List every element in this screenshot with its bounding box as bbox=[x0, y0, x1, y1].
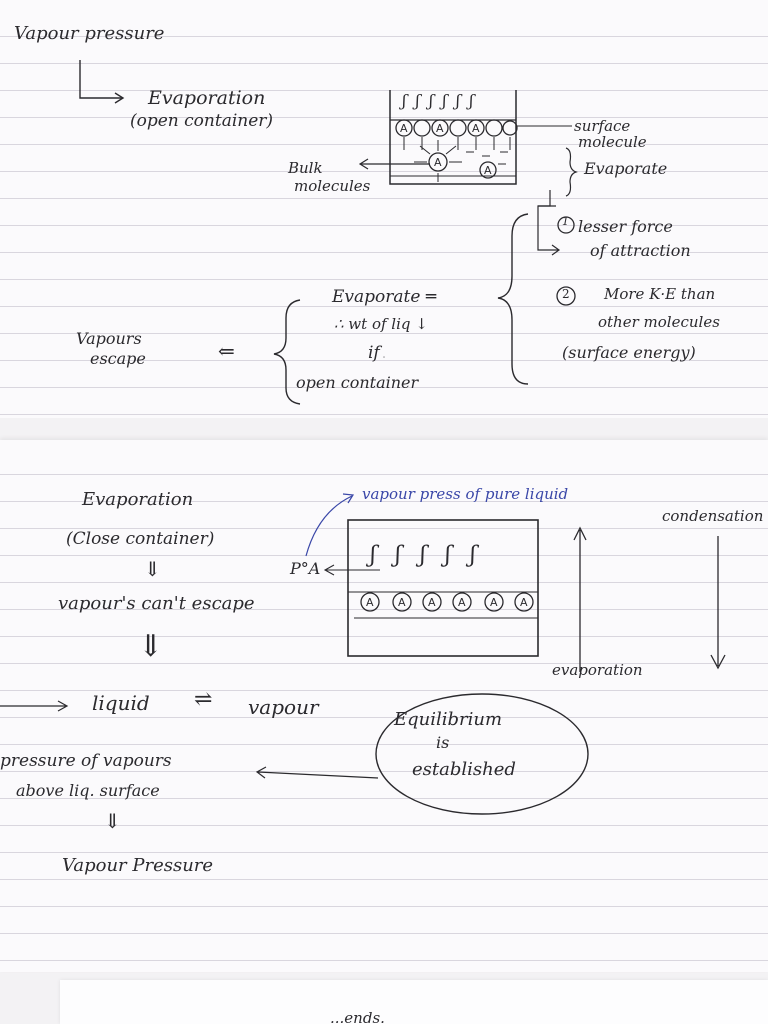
molecule-letter: A bbox=[428, 596, 436, 609]
pa-pointer-arrow bbox=[323, 564, 380, 576]
surface-molecule bbox=[467, 119, 485, 137]
equilibrium-to-pressure-arrow bbox=[255, 766, 379, 779]
pa-label: P°A bbox=[290, 559, 321, 578]
vapour-press-note: vapour press of pure liquid bbox=[362, 485, 569, 503]
molecule-letter: A bbox=[458, 596, 466, 609]
molecule-letter: A bbox=[434, 156, 442, 169]
surface-molecule bbox=[395, 119, 413, 137]
bulk-molecule bbox=[479, 161, 497, 179]
surface-molecule bbox=[392, 592, 412, 612]
downward-force-arrows bbox=[403, 137, 511, 150]
vapours-escape-line2: escape bbox=[90, 349, 146, 368]
notebook-page-bottom: Evaporation (Close container) ⇓ vapour's… bbox=[0, 440, 768, 972]
notebook-page-top: Vapour pressure bbox=[0, 0, 768, 418]
top-molecule-letters: A A A A A bbox=[400, 122, 492, 177]
big-right-brace bbox=[497, 213, 529, 385]
molecule-letter: A bbox=[366, 596, 374, 609]
evaporate-right-label: Evaporate bbox=[584, 159, 668, 178]
open-container-label: (open container) bbox=[130, 111, 274, 131]
surface-molecule bbox=[431, 119, 449, 137]
bulk-force-arrows bbox=[414, 140, 462, 182]
open-container-diagram bbox=[389, 90, 518, 185]
bottom-diagram-strokes bbox=[0, 493, 726, 815]
point-2-line3: (surface energy) bbox=[562, 343, 696, 362]
evaporate-mid-line1: Evaporate ═ bbox=[332, 287, 437, 307]
notebook-page-next: ...ends. bbox=[60, 980, 768, 1024]
left-double-arrow: ⇐ bbox=[218, 339, 235, 363]
molecule-letter: A bbox=[436, 122, 444, 135]
surface-molecule bbox=[422, 592, 442, 612]
equilibrium-arrows: ⇌ bbox=[194, 687, 213, 712]
evaporate-mid-line2: ∴ wt of liq ↓ bbox=[334, 315, 428, 333]
equilibrium-line1: Equilibrium bbox=[394, 709, 503, 730]
heading-branch-arrowhead bbox=[114, 92, 125, 104]
heading-branch-arrow bbox=[79, 60, 122, 99]
molecule-letter: A bbox=[484, 164, 492, 177]
vapour-press-pointer bbox=[305, 493, 355, 557]
bottom-evaporation-title: Evaporation bbox=[82, 489, 194, 510]
bulk-label-line2: molecules bbox=[294, 177, 371, 195]
closed-container-diagram bbox=[347, 519, 539, 657]
surface-molecule bbox=[360, 592, 380, 612]
closed-vapour-squiggles: ʃ ʃ ʃ ʃ ʃ bbox=[370, 543, 482, 568]
evaporate-mid-line4: open container bbox=[296, 373, 419, 392]
point-2-line1: More K·E than bbox=[604, 285, 716, 303]
surface-molecule bbox=[449, 119, 467, 137]
surface-molecule bbox=[485, 119, 503, 137]
vapour-label: vapour bbox=[248, 695, 319, 719]
molecule-letter: A bbox=[520, 596, 528, 609]
surface-molecule bbox=[413, 119, 431, 137]
bulk-label-line1: Bulk bbox=[288, 159, 323, 177]
page-heading: Vapour pressure bbox=[14, 23, 165, 44]
bulk-pointer-arrow bbox=[358, 158, 430, 170]
evaporation-side-label: evaporation bbox=[552, 661, 643, 679]
point-1-line2: of attraction bbox=[590, 241, 691, 260]
pressure-line1: pressure of vapours bbox=[0, 751, 172, 771]
pressure-line2: above liq. surface bbox=[16, 781, 160, 800]
liquid-incoming-arrow bbox=[0, 700, 69, 712]
condensation-down-arrow bbox=[710, 536, 726, 670]
evaporation-up-arrow bbox=[573, 526, 587, 672]
surface-molecule bbox=[502, 120, 518, 136]
bottom-molecule-letters: A A A A A A bbox=[366, 596, 528, 609]
evaporate-mid-line3: if bbox=[368, 343, 380, 363]
point-2-circle bbox=[556, 286, 576, 306]
condensation-label: condensation bbox=[662, 507, 764, 525]
liquid-label: liquid bbox=[92, 691, 150, 715]
equilibrium-line3: established bbox=[412, 759, 516, 780]
down-arrow-1: ⇓ bbox=[144, 557, 161, 581]
vapour-squiggles: ʃ ʃ ʃ ʃ ʃ ʃ bbox=[402, 91, 476, 110]
molecule-letter: A bbox=[472, 122, 480, 135]
molecule-letter: A bbox=[398, 596, 406, 609]
dash-marks bbox=[466, 151, 508, 165]
down-arrow-2: ⇓ bbox=[138, 629, 164, 664]
down-arrow-3: ⇓ bbox=[104, 809, 121, 833]
point-1-circle bbox=[557, 216, 575, 234]
point-1-line1: lesser force bbox=[578, 217, 673, 236]
close-container-label: (Close container) bbox=[66, 529, 215, 549]
top-diagram-strokes bbox=[79, 60, 578, 405]
surface-label-line1: surface bbox=[574, 117, 631, 135]
open-container-walls bbox=[389, 90, 517, 185]
molecule-letter: A bbox=[400, 122, 408, 135]
equilibrium-ellipse bbox=[375, 693, 589, 815]
vapour-pressure-conclusion: Vapour Pressure bbox=[62, 855, 214, 876]
surface-molecule bbox=[452, 592, 472, 612]
point-1-number: 1 bbox=[562, 215, 569, 228]
point-2-line2: other molecules bbox=[598, 313, 720, 331]
molecule-letter: A bbox=[490, 596, 498, 609]
vapours-escape-line1: Vapours bbox=[76, 329, 142, 348]
surface-molecule bbox=[514, 592, 534, 612]
equilibrium-line2: is bbox=[436, 733, 450, 752]
bulk-molecule bbox=[428, 152, 448, 172]
next-page-fragment: ...ends. bbox=[330, 1009, 385, 1024]
big-left-brace bbox=[273, 299, 301, 405]
surface-molecule bbox=[484, 592, 504, 612]
evaporation-title: Evaporation bbox=[148, 87, 266, 109]
evaporate-brace bbox=[565, 147, 578, 197]
point-2-number: 2 bbox=[562, 287, 570, 301]
closed-container-box bbox=[347, 519, 539, 657]
surface-label-line2: molecule bbox=[578, 133, 647, 151]
cant-escape-label: vapour's can't escape bbox=[58, 593, 255, 614]
